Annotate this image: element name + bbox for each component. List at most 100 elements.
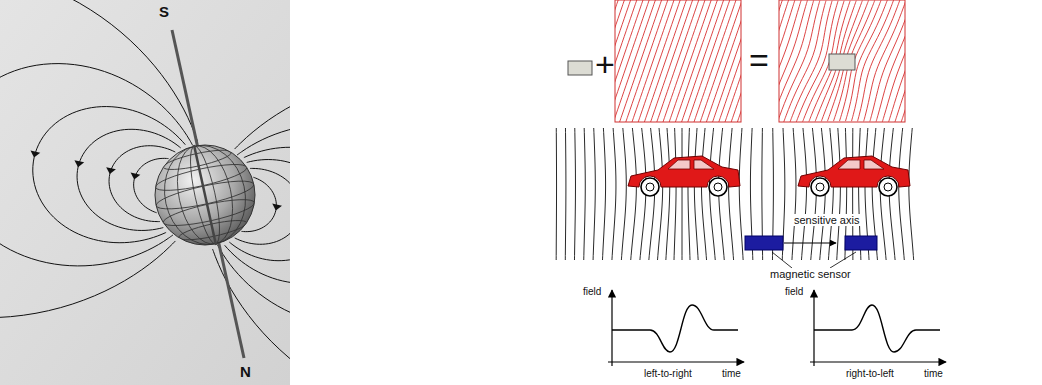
field-line — [784, 1, 826, 122]
field-line — [638, 0, 680, 122]
field-line — [779, 1, 820, 122]
field-arrow — [106, 167, 116, 174]
graph-axis — [611, 290, 612, 366]
field-line — [909, 128, 914, 260]
field-arrow — [74, 160, 84, 167]
field-line — [663, 0, 705, 122]
axis-label: time — [924, 368, 943, 379]
signal-curve — [814, 305, 940, 352]
field-line — [632, 0, 674, 122]
field-line — [700, 0, 741, 122]
field-line — [779, 0, 801, 122]
field-line — [0, 64, 193, 266]
sensor-label: magnetic sensor — [768, 268, 853, 280]
field-line — [801, 128, 806, 260]
magnet-block — [829, 54, 855, 70]
field-line — [694, 0, 736, 122]
field-line — [792, 128, 796, 260]
field-arrow — [272, 204, 282, 211]
field-line — [901, 0, 905, 122]
earth-globe — [155, 145, 255, 245]
field-line — [895, 0, 905, 122]
field-line — [620, 0, 662, 122]
car-wheel — [879, 178, 897, 196]
field-line — [706, 0, 741, 122]
pole-label: S — [159, 4, 169, 21]
operator-sign: + — [595, 46, 615, 83]
field-line — [882, 0, 905, 122]
operator-sign: = — [749, 42, 769, 79]
magnetic-sensor — [845, 236, 877, 250]
field-line — [658, 128, 663, 260]
field-line — [666, 128, 670, 260]
graph-caption: right-to-left — [846, 368, 894, 379]
field-line — [688, 128, 690, 260]
graph-axis — [810, 361, 946, 362]
sensitive-axis-arrow — [784, 243, 836, 244]
earth-axis — [194, 145, 216, 245]
field-line — [682, 0, 724, 122]
pole-label: N — [240, 364, 251, 381]
field-line — [565, 128, 567, 260]
field-line — [675, 0, 717, 122]
field-line — [731, 0, 741, 122]
field-line — [828, 128, 833, 260]
magnetic-sensor — [745, 236, 783, 250]
field-line — [694, 128, 698, 260]
field-line — [739, 128, 743, 260]
field-line — [669, 0, 711, 122]
field-line — [889, 0, 905, 122]
field-line — [713, 0, 741, 122]
axis-label: field — [583, 286, 601, 297]
field-square — [779, 0, 905, 122]
field-line — [644, 0, 686, 122]
field-line — [574, 128, 576, 260]
field-square — [615, 0, 741, 122]
field-line — [615, 0, 655, 122]
field-line — [864, 0, 905, 121]
field-line — [621, 128, 626, 260]
car-window — [838, 160, 884, 169]
car-wheel — [811, 178, 829, 196]
distorted-field-lines — [779, 0, 905, 122]
axis-label: time — [722, 368, 741, 379]
panel-ground — [0, 0, 290, 385]
field-line — [737, 0, 741, 122]
car-wheel — [709, 178, 727, 196]
field-line — [899, 128, 905, 260]
field-line — [584, 128, 586, 260]
axis-label: sensitive axis — [792, 214, 861, 226]
field-line — [725, 0, 741, 122]
field-line — [602, 128, 605, 260]
graph-axis — [608, 361, 744, 362]
magnet-block — [568, 61, 592, 75]
graph-axis — [813, 290, 814, 366]
field-line — [682, 128, 683, 260]
field-line — [688, 0, 730, 122]
meridian — [169, 141, 241, 250]
field-line — [858, 0, 900, 121]
field-line — [837, 128, 841, 260]
field-line — [615, 0, 643, 122]
field-arrow — [131, 173, 141, 180]
leader-line — [830, 252, 856, 268]
car-wheel — [641, 178, 659, 196]
leader-line — [772, 252, 792, 268]
field-line — [626, 0, 668, 122]
uniform-field-lines — [615, 0, 741, 122]
field-line — [657, 0, 699, 122]
axis-label: field — [785, 286, 803, 297]
graph-caption: left-to-right — [644, 368, 692, 379]
car-hub — [714, 183, 722, 191]
field-line — [651, 0, 693, 122]
field-line — [779, 0, 789, 122]
field-line — [674, 128, 676, 260]
field-line — [556, 128, 557, 260]
meridian — [185, 144, 226, 246]
car-hub — [884, 183, 892, 191]
car-window — [668, 160, 714, 169]
meridian — [155, 138, 255, 253]
car — [798, 156, 910, 196]
